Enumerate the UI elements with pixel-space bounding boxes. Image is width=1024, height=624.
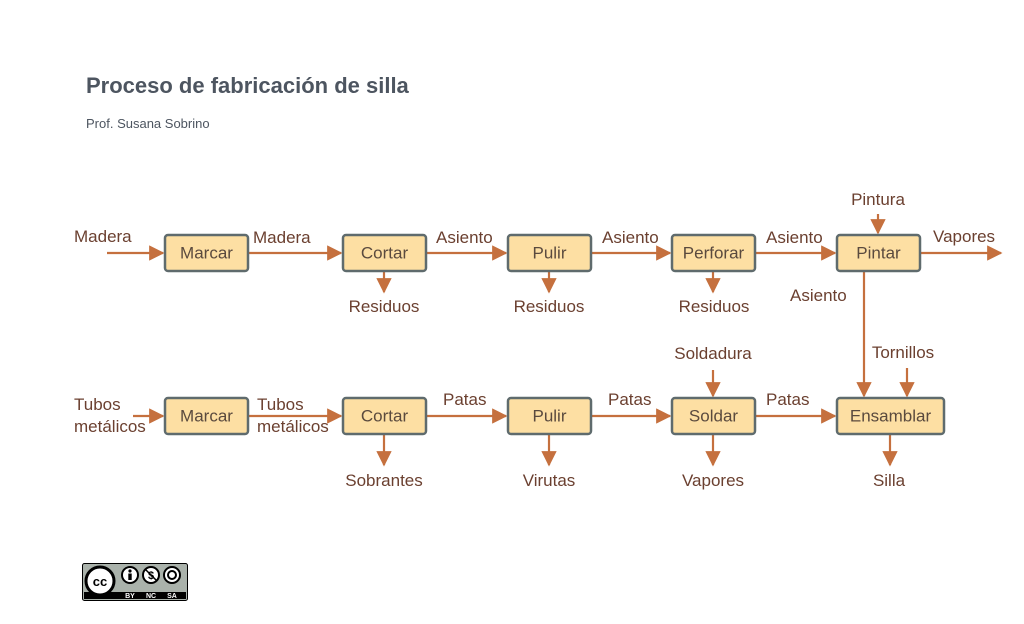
step-label: Pulir xyxy=(532,244,566,263)
author-subtitle: Prof. Susana Sobrino xyxy=(86,116,210,131)
label-flow-patas-1: Patas xyxy=(443,390,486,409)
step-box-marcar: Marcar xyxy=(163,233,250,273)
label-flow-patas-3: Patas xyxy=(766,390,809,409)
label-flow-asiento-2: Asiento xyxy=(602,228,659,247)
step-box-ensamblar: Ensamblar xyxy=(835,396,946,436)
label-output-residuos-1: Residuos xyxy=(349,297,420,316)
step-box-pintar: Pintar xyxy=(835,233,922,273)
license-term-sa: SA xyxy=(167,593,177,600)
label-output-sobrantes: Sobrantes xyxy=(345,471,423,490)
step-label: Ensamblar xyxy=(850,407,932,426)
label-flow-patas-2: Patas xyxy=(608,390,651,409)
label-flow-asiento-1: Asiento xyxy=(436,228,493,247)
cc-license-badge[interactable]: cc $ BY NC SA xyxy=(82,563,188,601)
label-output-vapores: Vapores xyxy=(682,471,744,490)
step-box-pulir: Pulir xyxy=(506,233,593,273)
label-input-soldadura: Soldadura xyxy=(674,344,752,363)
label-output-residuos-2: Residuos xyxy=(514,297,585,316)
label-input-pintura: Pintura xyxy=(851,190,905,209)
license-term-by: BY xyxy=(125,593,135,600)
sa-icon xyxy=(163,566,181,584)
label-input-madera: Madera xyxy=(74,227,132,246)
step-label: Pintar xyxy=(856,244,901,263)
step-label: Marcar xyxy=(180,244,233,263)
label-flow-tubos-line2: metálicos xyxy=(257,417,329,436)
step-box-marcar-2: Marcar xyxy=(163,396,250,436)
label-flow-madera: Madera xyxy=(253,228,311,247)
cc-icon xyxy=(84,565,116,597)
label-output-virutas: Virutas xyxy=(523,471,576,490)
label-flow-tubos-line1: Tubos xyxy=(257,395,304,414)
step-box-perforar: Perforar xyxy=(670,233,757,273)
label-input-tornillos: Tornillos xyxy=(872,343,934,362)
step-label: Soldar xyxy=(689,407,738,426)
step-label: Marcar xyxy=(180,407,233,426)
label-flow-asiento-ensamblar: Asiento xyxy=(790,286,847,305)
label-output-residuos-3: Residuos xyxy=(679,297,750,316)
step-label: Pulir xyxy=(532,407,566,426)
step-box-cortar-2: Cortar xyxy=(341,396,428,436)
label-output-vapores: Vapores xyxy=(933,227,995,246)
license-term-nc: NC xyxy=(146,593,156,600)
svg-text:cc: cc xyxy=(93,574,107,589)
label-flow-asiento-3: Asiento xyxy=(766,228,823,247)
step-box-pulir-2: Pulir xyxy=(506,396,593,436)
step-box-soldar: Soldar xyxy=(670,396,757,436)
label-input-tubos-line2: metálicos xyxy=(74,417,146,436)
by-icon xyxy=(121,566,139,584)
step-label: Cortar xyxy=(361,244,409,263)
step-label: Cortar xyxy=(361,407,409,426)
step-box-cortar: Cortar xyxy=(341,233,428,273)
step-label: Perforar xyxy=(683,244,745,263)
label-output-silla: Silla xyxy=(873,471,906,490)
label-input-tubos-line1: Tubos xyxy=(74,395,121,414)
nc-icon: $ xyxy=(142,566,160,584)
page-title: Proceso de fabricación de silla xyxy=(86,73,409,98)
